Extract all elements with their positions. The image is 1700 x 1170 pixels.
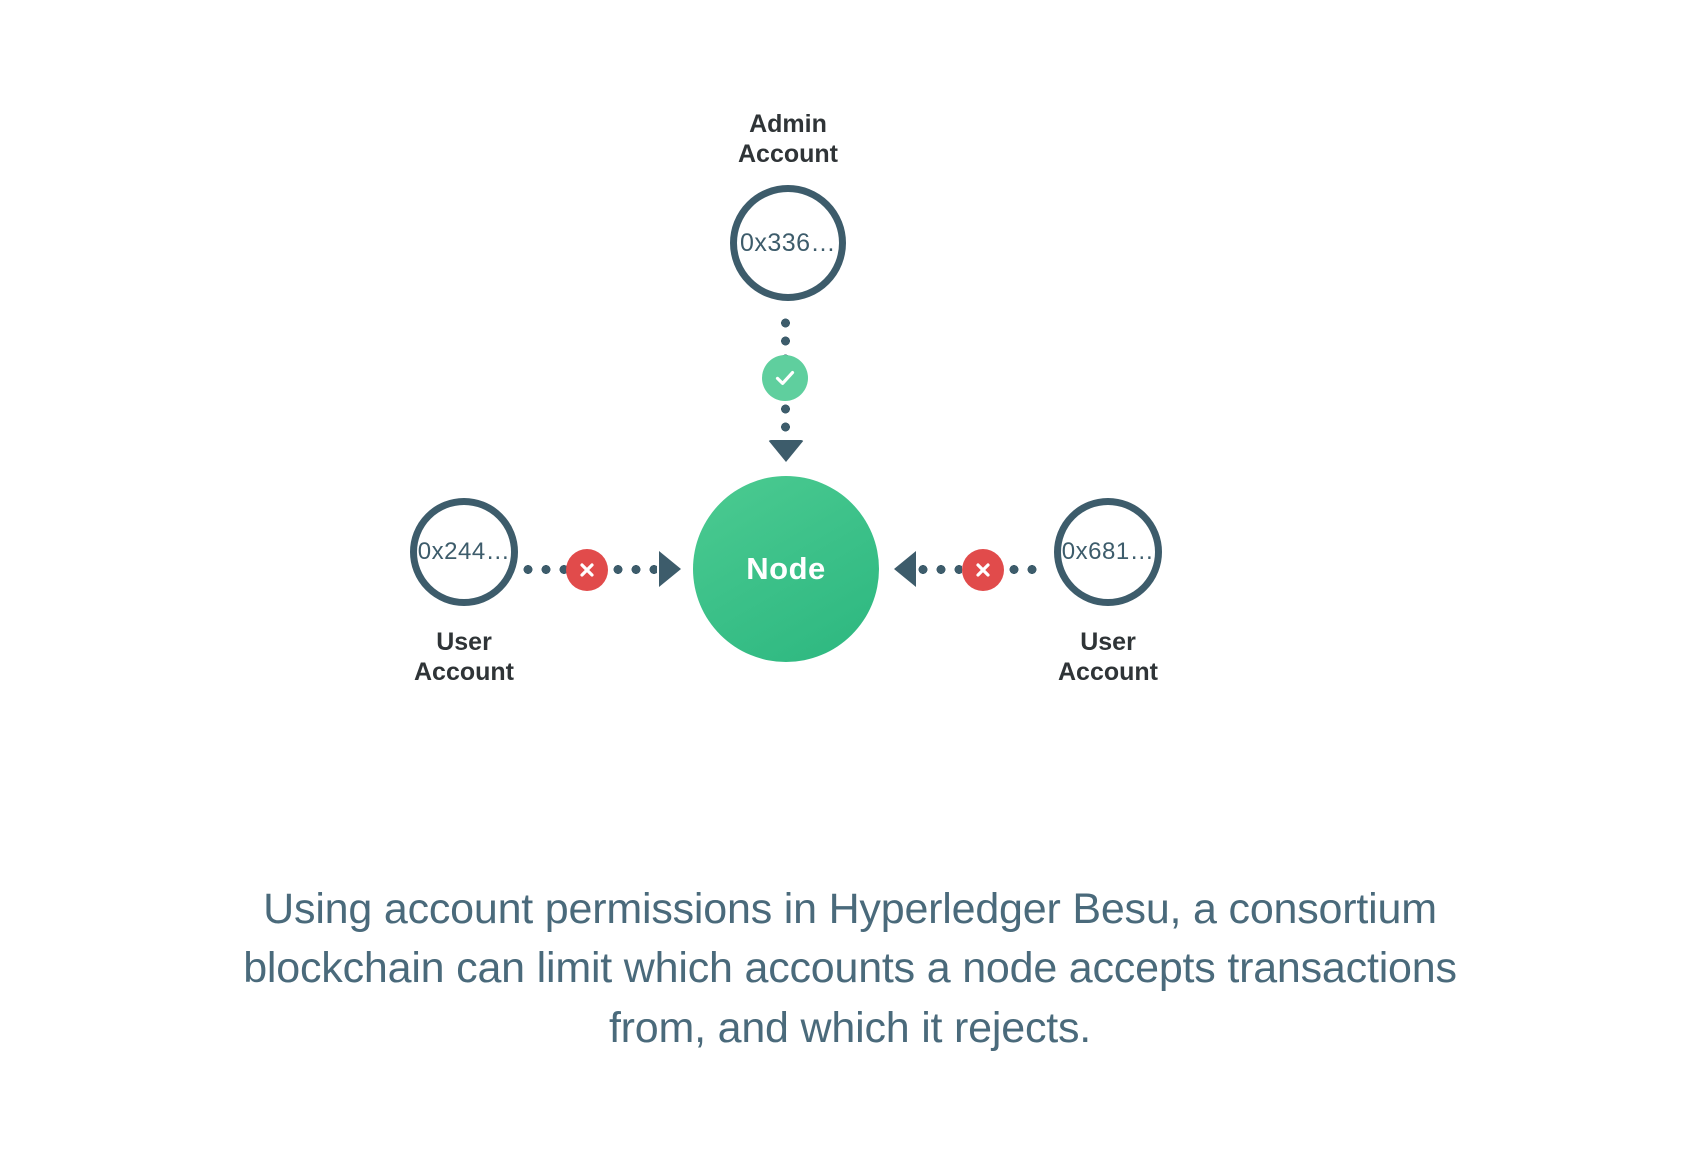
central-node: Node [693, 476, 879, 662]
cross-icon [976, 563, 990, 577]
admin-account-circle: 0x336… [730, 185, 846, 301]
connector-right-inner-dots [914, 565, 962, 574]
left-user-account-circle: 0x244… [410, 498, 518, 606]
left-user-account-label: User Account [414, 628, 514, 686]
right-user-account-circle: 0x681… [1054, 498, 1162, 606]
right-user-account-address: 0x681… [1061, 538, 1155, 565]
cross-icon [580, 563, 594, 577]
allow-badge [762, 355, 808, 401]
deny-badge-right [962, 549, 1004, 591]
connector-right-outer-dots [1005, 565, 1045, 574]
connector-admin-lower-dots [781, 400, 790, 442]
connector-left-inner-dots [609, 565, 657, 574]
central-node-label: Node [746, 551, 826, 586]
left-user-account-node: 0x244… User Account [398, 498, 530, 687]
diagram-caption: Using account permissions in Hyperledger… [243, 885, 1457, 1052]
admin-account-address: 0x336… [739, 228, 837, 257]
right-user-account-label: User Account [1058, 628, 1158, 686]
arrow-right-icon [659, 551, 681, 587]
admin-account-node: Admin Account 0x336… [726, 110, 850, 301]
admin-account-label: Admin Account [738, 110, 838, 168]
arrow-down-icon [768, 440, 804, 462]
arrow-left-icon [894, 551, 916, 587]
deny-badge-left [566, 549, 608, 591]
right-user-account-node: 0x681… User Account [1042, 498, 1174, 687]
connector-left-outer-dots [519, 565, 567, 574]
connector-admin-upper-dots [781, 314, 790, 360]
check-icon [775, 371, 795, 385]
left-user-account-address: 0x244… [417, 538, 511, 565]
